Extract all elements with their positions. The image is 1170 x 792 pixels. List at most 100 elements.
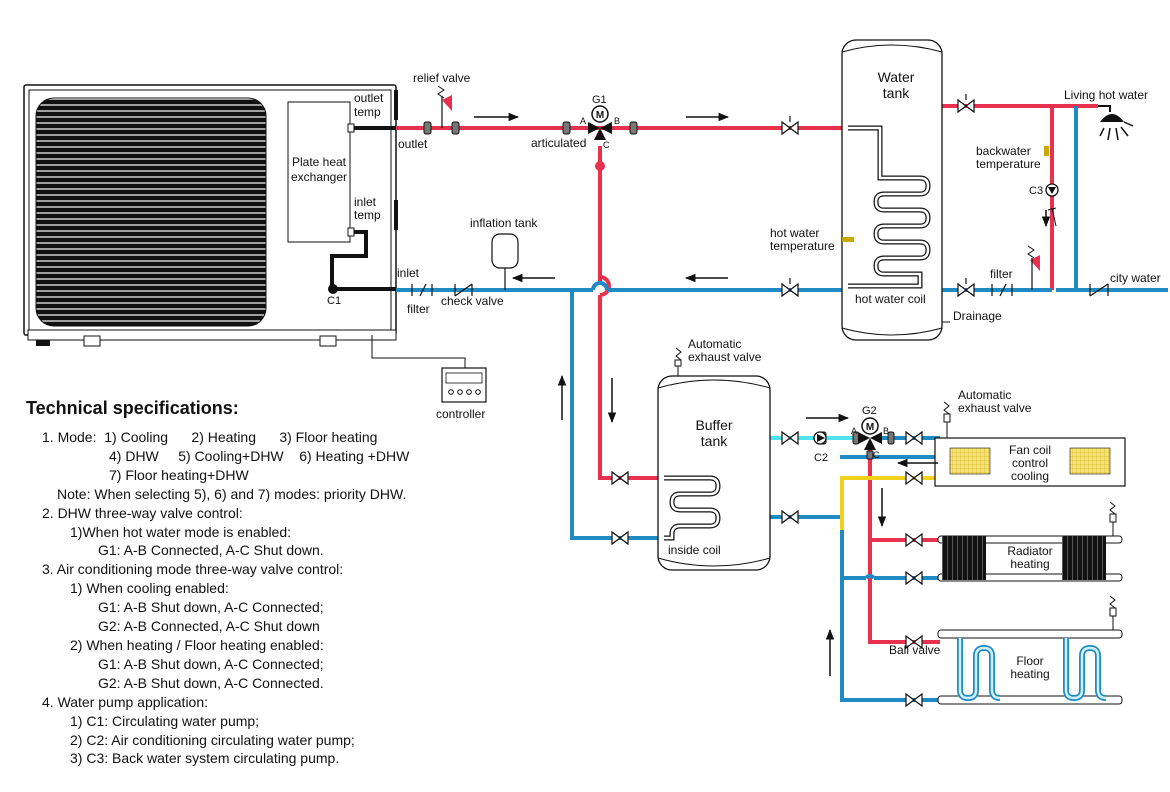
fan-coil-label: control bbox=[1012, 456, 1048, 470]
g2-three-way-valve: M bbox=[858, 417, 882, 450]
spec-line: G1: A-B Shut down, A-C Connected; bbox=[98, 599, 324, 616]
spec-line: 1) When cooling enabled: bbox=[70, 580, 229, 597]
buffer-tank-label: tank bbox=[701, 433, 728, 449]
inflation-tank-label: inflation tank bbox=[470, 216, 538, 230]
controller-label: controller bbox=[436, 407, 485, 421]
inflation-tank bbox=[491, 233, 519, 290]
living-hot-water-label: Living hot water bbox=[1064, 88, 1148, 102]
g1-port-c: C bbox=[603, 140, 610, 150]
check-valve-label: check valve bbox=[441, 294, 504, 308]
inside-coil-label: inside coil bbox=[668, 543, 721, 557]
g2-port-c: C bbox=[873, 450, 880, 460]
flow-arrows bbox=[474, 112, 1051, 676]
filter-right bbox=[991, 283, 1013, 297]
hot-water-temp-label: hot water bbox=[770, 226, 819, 240]
filter-label: filter bbox=[407, 302, 430, 316]
spec-line: 7) Floor heating+DHW bbox=[109, 466, 249, 483]
exhaust-valve-icon bbox=[943, 401, 951, 438]
water-tank-label: tank bbox=[883, 85, 910, 101]
spec-line: 1) C1: Circulating water pump; bbox=[70, 712, 260, 729]
floor-heating-label: Floor bbox=[1016, 654, 1043, 668]
auto-exhaust-label: Automatic bbox=[958, 388, 1011, 402]
water-tank bbox=[841, 39, 950, 341]
radiator-unit bbox=[937, 501, 1123, 582]
c2-label: C2 bbox=[814, 452, 828, 464]
c1-pump bbox=[328, 284, 338, 294]
c3-label: C3 bbox=[1029, 185, 1043, 197]
relief-valve bbox=[437, 85, 452, 128]
controller bbox=[371, 335, 487, 403]
fan-coil-return-pipe bbox=[840, 476, 935, 530]
check-valve bbox=[454, 283, 473, 297]
internal-piping bbox=[330, 126, 396, 291]
heat-pump-unit: Plate heat exchanger bbox=[23, 84, 398, 347]
radiator-label: heating bbox=[1010, 557, 1049, 571]
water-tank-label: Water bbox=[878, 69, 915, 85]
floor-heating-label: heating bbox=[1010, 667, 1049, 681]
hot-water-temp-label: temperature bbox=[770, 239, 835, 253]
filter-left bbox=[411, 283, 433, 297]
g2-label: G2 bbox=[862, 405, 877, 417]
spec-line: 3) C3: Back water system circulating pum… bbox=[70, 750, 340, 767]
buffer-tank bbox=[657, 347, 771, 571]
fan-coil-label: cooling bbox=[1011, 469, 1049, 483]
c1-label: C1 bbox=[327, 295, 341, 307]
drainage-label: Drainage bbox=[953, 309, 1002, 323]
g2-port-b: B bbox=[883, 426, 889, 436]
plate-hx-label: Plate heat bbox=[292, 155, 347, 169]
valves bbox=[611, 94, 975, 708]
g2-port-a: A bbox=[851, 426, 857, 436]
specs-title: Technical specifications: bbox=[26, 398, 239, 418]
spec-line: G1: A-B Connected, A-C Shut down. bbox=[98, 542, 324, 559]
svg-text:M: M bbox=[596, 110, 604, 121]
shower-head-icon bbox=[1098, 105, 1134, 141]
g1-port-a: A bbox=[580, 116, 586, 126]
outlet-temp-label: outlet bbox=[354, 91, 384, 105]
spec-line: 4. Water pump application: bbox=[42, 693, 209, 710]
svg-text:M: M bbox=[866, 422, 874, 433]
auto-exhaust-label: exhaust valve bbox=[958, 401, 1032, 415]
fan-grille bbox=[35, 97, 267, 327]
spec-line: 3. Air conditioning mode three-way valve… bbox=[42, 561, 344, 578]
inlet-temp-label: inlet bbox=[354, 195, 377, 209]
spec-line: 1)When hot water mode is enabled: bbox=[70, 523, 292, 540]
fan-coil-unit bbox=[934, 437, 1126, 487]
fan-coil-label: Fan coil bbox=[1009, 443, 1051, 457]
spec-line: G1: A-B Shut down, A-C Connected; bbox=[98, 655, 324, 672]
relief-valve-right bbox=[1027, 245, 1040, 290]
city-water-check-valve bbox=[1089, 283, 1109, 297]
inlet-temp-label: temp bbox=[354, 208, 381, 222]
specs-list: 1. Mode: 1) Cooling 2) Heating 3) Floor … bbox=[26, 428, 486, 768]
g1-label: G1 bbox=[592, 94, 607, 106]
spec-line: 2) C2: Air conditioning circulating wate… bbox=[70, 731, 355, 748]
outlet-temp-label: temp bbox=[354, 105, 381, 119]
backwater-temp-label: temperature bbox=[976, 157, 1041, 171]
spec-line: 2. DHW three-way valve control: bbox=[42, 504, 243, 521]
spec-line: G2: A-B Connected, A-C Shut down bbox=[98, 618, 320, 635]
plate-heat-exchanger bbox=[287, 101, 351, 243]
technical-specifications: Technical specifications: 1. Mode: 1) Co… bbox=[26, 398, 486, 768]
relief-valve-label: relief valve bbox=[413, 71, 471, 85]
auto-exhaust-label: Automatic bbox=[688, 337, 741, 351]
articulated-label: articulated bbox=[531, 136, 586, 150]
auto-exhaust-label: exhaust valve bbox=[688, 350, 762, 364]
spec-line: 2) When heating / Floor heating enabled: bbox=[70, 636, 324, 653]
filter-right-label: filter bbox=[990, 267, 1013, 281]
radiator-label: Radiator bbox=[1007, 544, 1052, 558]
inlet-label: inlet bbox=[397, 266, 420, 280]
spec-line: 1. Mode: 1) Cooling 2) Heating 3) Floor … bbox=[42, 429, 378, 445]
hot-water-coil-label: hot water coil bbox=[855, 292, 926, 306]
backwater-temp-label: backwater bbox=[976, 144, 1031, 158]
buffer-tank-label: Buffer bbox=[695, 417, 732, 433]
spec-line: Note: When selecting 5), 6) and 7) modes… bbox=[57, 485, 407, 502]
city-water-label: city water bbox=[1110, 271, 1161, 285]
plate-hx-label: exchanger bbox=[291, 170, 347, 184]
outlet-label: outlet bbox=[398, 137, 428, 151]
g1-port-b: B bbox=[614, 116, 620, 126]
ball-valve-label: Ball valve bbox=[889, 643, 941, 657]
spec-line: G2: A-B Shut down, A-C Connected. bbox=[98, 674, 324, 691]
g1-three-way-valve: M bbox=[588, 105, 612, 140]
spec-line: 4) DHW 5) Cooling+DHW 6) Heating +DHW bbox=[109, 447, 410, 464]
floor-heating-unit bbox=[937, 595, 1123, 705]
